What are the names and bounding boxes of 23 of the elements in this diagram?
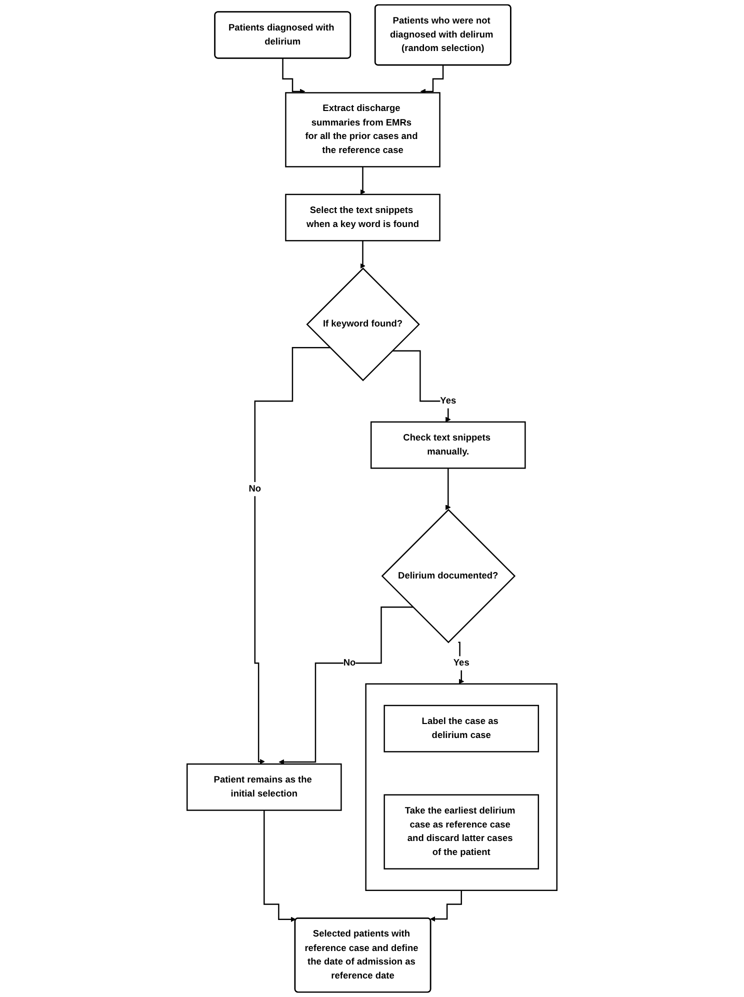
edge-label: Yes <box>453 657 470 668</box>
node-box: Label the case as delirium case <box>384 704 540 752</box>
node-diamond: Delirium documented? <box>381 508 516 644</box>
arrow <box>445 468 451 510</box>
arrow <box>264 810 296 922</box>
node-box: Extract discharge summaries from EMRs for all the prior cases and the reference case <box>285 92 440 168</box>
cluster <box>365 683 558 891</box>
arrow <box>282 58 306 94</box>
edge-label: Yes <box>440 395 456 406</box>
node-box: Check text snippets manually. <box>370 421 526 469</box>
arrow <box>360 166 366 195</box>
node-diamond: If keyword found? <box>306 268 420 382</box>
edge-label: No <box>343 657 356 668</box>
node-box: Select the text snippets when a key word is found <box>285 194 440 242</box>
node-box: Take the earliest delirium case as reference case and discard latter cases of the patient <box>384 794 540 870</box>
arrow <box>254 347 330 764</box>
arrow <box>420 64 444 94</box>
arrow <box>278 606 413 765</box>
arrow <box>392 350 451 422</box>
arrow <box>360 240 366 269</box>
arrow <box>430 890 462 922</box>
node-box: Patient remains as the initial selection <box>186 763 342 811</box>
edge-label: No <box>248 483 262 494</box>
